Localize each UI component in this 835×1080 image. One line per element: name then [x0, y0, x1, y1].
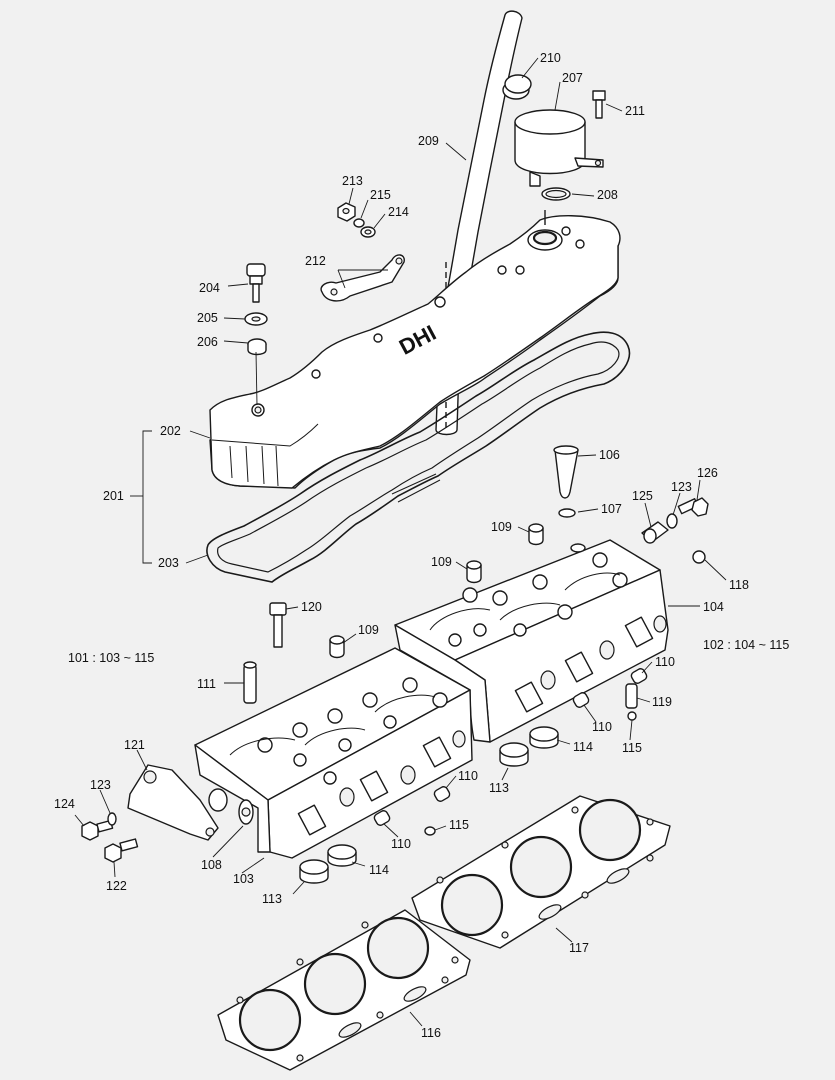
- callout-116: 116: [421, 1026, 441, 1040]
- oil-separator: [514, 109, 604, 187]
- group-label-101: 101 : 103 ~ 115: [68, 651, 154, 665]
- bolt-126: [677, 497, 709, 517]
- callout-203: 203: [158, 556, 179, 570]
- callout-211: 211: [625, 104, 645, 118]
- head-gasket-117: [411, 795, 671, 949]
- washer-215: [353, 218, 365, 228]
- callout-119: 119: [652, 695, 672, 709]
- dowel-111: [243, 661, 257, 704]
- seal-114-rear: [529, 726, 559, 749]
- cover-gasket: [206, 331, 631, 583]
- callout-109-b: 109: [431, 555, 452, 569]
- plug-118: [692, 550, 706, 564]
- leader-lines: [74, 57, 727, 1027]
- callout-111: 111: [197, 677, 216, 691]
- callout-103: 103: [233, 872, 254, 886]
- lifting-bracket-121: [127, 764, 219, 841]
- cap-109-a: [528, 523, 544, 546]
- washer-123-front: [107, 812, 117, 826]
- cylinder-head-rear: [394, 539, 669, 743]
- callout-108: 108: [201, 858, 222, 872]
- seal-113-rear: [499, 742, 529, 767]
- rocker-cover: DHI: [209, 210, 621, 489]
- callout-204: 204: [199, 281, 220, 295]
- bolt-122: [104, 838, 139, 863]
- callout-201: 201: [103, 489, 124, 503]
- adapter-125: [641, 521, 669, 544]
- callout-209: 209: [418, 134, 439, 148]
- plug-110-d: [373, 810, 391, 826]
- callout-121: 121: [124, 738, 145, 752]
- pin-119: [625, 683, 638, 709]
- callout-123-rear: 123: [671, 480, 692, 494]
- callout-205: 205: [197, 311, 218, 325]
- bracket-212: [320, 254, 405, 302]
- washer-123-rear: [666, 513, 678, 529]
- seal-114-front: [327, 844, 357, 867]
- callout-126: 126: [697, 466, 718, 480]
- seal-113-front: [299, 859, 329, 884]
- callout-120: 120: [301, 600, 322, 614]
- callout-115-front: 115: [449, 818, 469, 832]
- callout-107: 107: [601, 502, 622, 516]
- nut-213: [337, 202, 356, 222]
- cover-bolt-204: [246, 263, 266, 303]
- callout-109-c: 109: [358, 623, 379, 637]
- group-label-102: 102 : 104 ~ 115: [703, 638, 789, 652]
- callout-104: 104: [703, 600, 724, 614]
- callout-106: 106: [599, 448, 620, 462]
- callout-122: 122: [106, 879, 127, 893]
- injector-sleeve-106: [553, 445, 579, 499]
- callout-212: 212: [305, 254, 326, 268]
- callout-113-front: 113: [262, 892, 282, 906]
- plug-115-rear: [627, 711, 637, 721]
- washer-205: [244, 312, 268, 326]
- callout-123-front: 123: [90, 778, 111, 792]
- callout-124: 124: [54, 797, 75, 811]
- washer-214: [360, 226, 376, 238]
- callout-214: 214: [388, 205, 409, 219]
- callout-117: 117: [569, 941, 589, 955]
- cylinder-head-front: [194, 647, 473, 859]
- bolt-211: [592, 90, 606, 119]
- callout-202: 202: [160, 424, 181, 438]
- callout-115-rear: 115: [622, 741, 642, 755]
- cap-109-c: [329, 635, 345, 659]
- hose-clamp: [502, 74, 532, 100]
- callout-109-a: 109: [491, 520, 512, 534]
- callout-215: 215: [370, 188, 391, 202]
- o-ring-107: [558, 508, 576, 518]
- callout-114-rear: 114: [573, 740, 593, 754]
- cap-109-b: [466, 560, 482, 584]
- grommet-206: [247, 338, 267, 356]
- callout-110-c: 110: [458, 769, 478, 783]
- plug-110-c: [433, 786, 451, 802]
- callout-110-b: 110: [592, 720, 612, 734]
- callout-125: 125: [632, 489, 653, 503]
- callout-114-front: 114: [369, 863, 389, 877]
- callout-labels: 210 207 211 209 208 213 215 214 212 204 …: [54, 51, 789, 1040]
- callout-118: 118: [729, 578, 749, 592]
- head-bolt-120: [269, 602, 287, 648]
- callout-110-d: 110: [391, 837, 411, 851]
- callout-208: 208: [597, 188, 618, 202]
- callout-110-a: 110: [655, 655, 675, 669]
- head-gasket-116: [217, 909, 471, 1071]
- callout-206: 206: [197, 335, 218, 349]
- plug-115-front: [424, 826, 436, 836]
- bolt-124: [81, 819, 114, 841]
- callout-210: 210: [540, 51, 561, 65]
- callout-207: 207: [562, 71, 583, 85]
- callout-213: 213: [342, 174, 363, 188]
- callout-113-rear: 113: [489, 781, 509, 795]
- o-ring-208: [541, 187, 571, 201]
